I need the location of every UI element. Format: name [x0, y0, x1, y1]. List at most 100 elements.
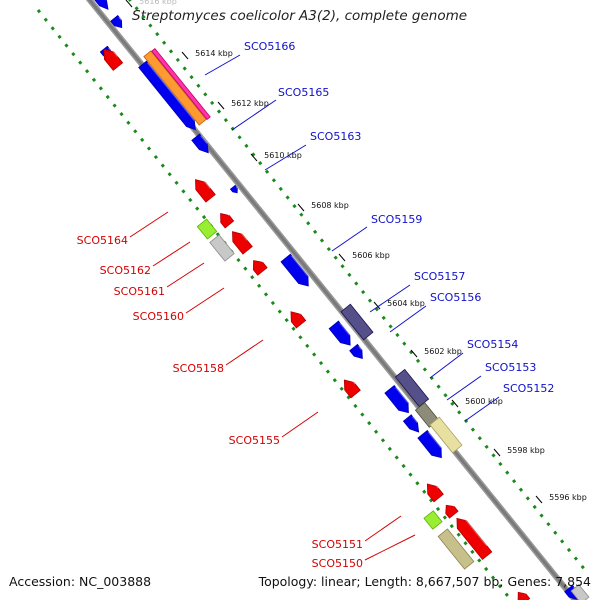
callout-line [152, 241, 191, 267]
dotted-tracks [36, 0, 587, 600]
gene-arrow-reverse [456, 515, 493, 560]
gene-features [93, 0, 590, 600]
gene-arrow-reverse [445, 502, 459, 519]
gene-label-forward: SCO5166 [244, 40, 295, 53]
callout-line [281, 411, 319, 438]
callout-line [429, 352, 464, 379]
gene-label-forward: SCO5157 [414, 270, 465, 283]
gene-arrow-forward [349, 343, 363, 359]
gene-label-forward: SCO5159 [371, 213, 422, 226]
scale-tick [451, 399, 459, 408]
gene-label-reverse: SCO5160 [133, 310, 184, 323]
scale-tick [493, 448, 501, 457]
scale-tick [125, 0, 133, 8]
gene-label-forward: SCO5152 [503, 382, 554, 395]
scale-tick [338, 253, 346, 262]
topology-summary: Topology: linear; Length: 8,667,507 bp; … [258, 574, 591, 589]
scale-tick [535, 495, 543, 504]
scale-tick-label: 5610 kbp [264, 151, 302, 160]
callout-line [264, 144, 307, 171]
gene-label-reverse: SCO5150 [312, 557, 363, 570]
gene-box-light-grey [209, 234, 235, 262]
callout-line [464, 396, 500, 422]
gene-label-reverse: SCO5162 [100, 264, 151, 277]
scale-tick-label: 5616 kbp [139, 0, 177, 6]
gene-arrow-forward [138, 60, 196, 131]
callout-line [185, 287, 225, 314]
gene-label-forward: SCO5156 [430, 291, 481, 304]
scale-ticks: 5616 kbp 5614 kbp 5612 kbp 5610 kbp 5608 kbp… [125, 0, 587, 504]
gene-arrow-forward [110, 14, 123, 29]
gene-arrow-reverse [220, 211, 235, 229]
callout-line [364, 534, 416, 561]
gene-box-highlight [151, 47, 211, 121]
scale-tick-label: 5596 kbp [549, 493, 587, 502]
genome-title: Streptomyces coelicolor A3(2), complete … [132, 8, 468, 24]
gene-label-reverse: SCO5158 [173, 362, 224, 375]
gene-box-light-grey [570, 584, 590, 600]
gene-label-reverse: SCO5161 [114, 285, 165, 298]
callout-line [446, 375, 482, 401]
gene-box-lime [196, 218, 218, 240]
gene-arrow-forward [417, 430, 442, 459]
gene-arrow-reverse [252, 257, 268, 276]
gene-label-reverse: SCO5151 [312, 538, 363, 551]
gene-arrow-forward [191, 133, 209, 154]
gene-box-dark [394, 368, 430, 408]
callout-line [166, 262, 205, 288]
callout-line [369, 284, 411, 313]
scale-tick-label: 5598 kbp [507, 446, 545, 455]
callout-line [389, 305, 427, 333]
callout-line [225, 339, 264, 366]
scale-tick [297, 203, 305, 212]
scale-tick-label: 5602 kbp [424, 347, 462, 356]
gene-label-forward: SCO5165 [278, 86, 329, 99]
gene-arrow-reverse [103, 46, 124, 71]
scale-tick-label: 5604 kbp [387, 299, 425, 308]
gene-box-highlight [143, 50, 207, 126]
gene-arrow-reverse [232, 228, 253, 255]
scale-tick [410, 349, 418, 358]
callout-line [129, 211, 169, 238]
gene-label-reverse: SCO5164 [77, 234, 128, 247]
forward-dotted-track [128, 0, 587, 571]
scale-tick-label: 5608 kbp [311, 201, 349, 210]
callout-line [204, 54, 241, 76]
gene-arrow-forward [229, 184, 238, 194]
gene-box-olive [437, 528, 475, 570]
genome-backbone [85, 0, 579, 600]
scale-tick [181, 51, 189, 60]
callout-line [231, 99, 277, 131]
gene-arrow-reverse [517, 590, 531, 600]
scale-tick [217, 101, 225, 110]
gene-box-dark [340, 303, 374, 341]
scale-tick [373, 301, 381, 310]
scale-tick-label: 5606 kbp [352, 251, 390, 260]
gene-arrow-forward [93, 0, 109, 10]
gene-arrow-reverse [426, 481, 444, 503]
callout-line [364, 515, 402, 542]
gene-label-forward: SCO5163 [310, 130, 361, 143]
gene-arrow-forward [328, 320, 351, 346]
gene-label-forward: SCO5153 [485, 361, 536, 374]
accession-label: Accession: NC_003888 [9, 574, 152, 589]
backbone-core [87, 0, 577, 600]
gene-arrow-reverse [343, 377, 361, 399]
gene-callouts: SCO5166SCO5165SCO5163SCO5159SCO5157SCO51… [77, 40, 555, 570]
gene-label-forward: SCO5154 [467, 338, 518, 351]
gene-box-lime [423, 510, 443, 530]
gene-arrow-reverse [290, 309, 307, 329]
scale-tick-label: 5614 kbp [195, 49, 233, 58]
reverse-dotted-track [36, 9, 513, 600]
scale-tick [250, 153, 258, 162]
callout-line [331, 226, 368, 252]
gene-arrow-forward [384, 385, 409, 414]
gene-box-pale [429, 416, 463, 454]
scale-tick-label: 5600 kbp [465, 397, 503, 406]
gene-arrow-forward [402, 414, 420, 433]
gene-label-reverse: SCO5155 [229, 434, 280, 447]
gene-arrow-reverse [195, 176, 216, 203]
scale-tick-label: 5612 kbp [231, 99, 269, 108]
gene-arrow-forward [280, 253, 309, 287]
